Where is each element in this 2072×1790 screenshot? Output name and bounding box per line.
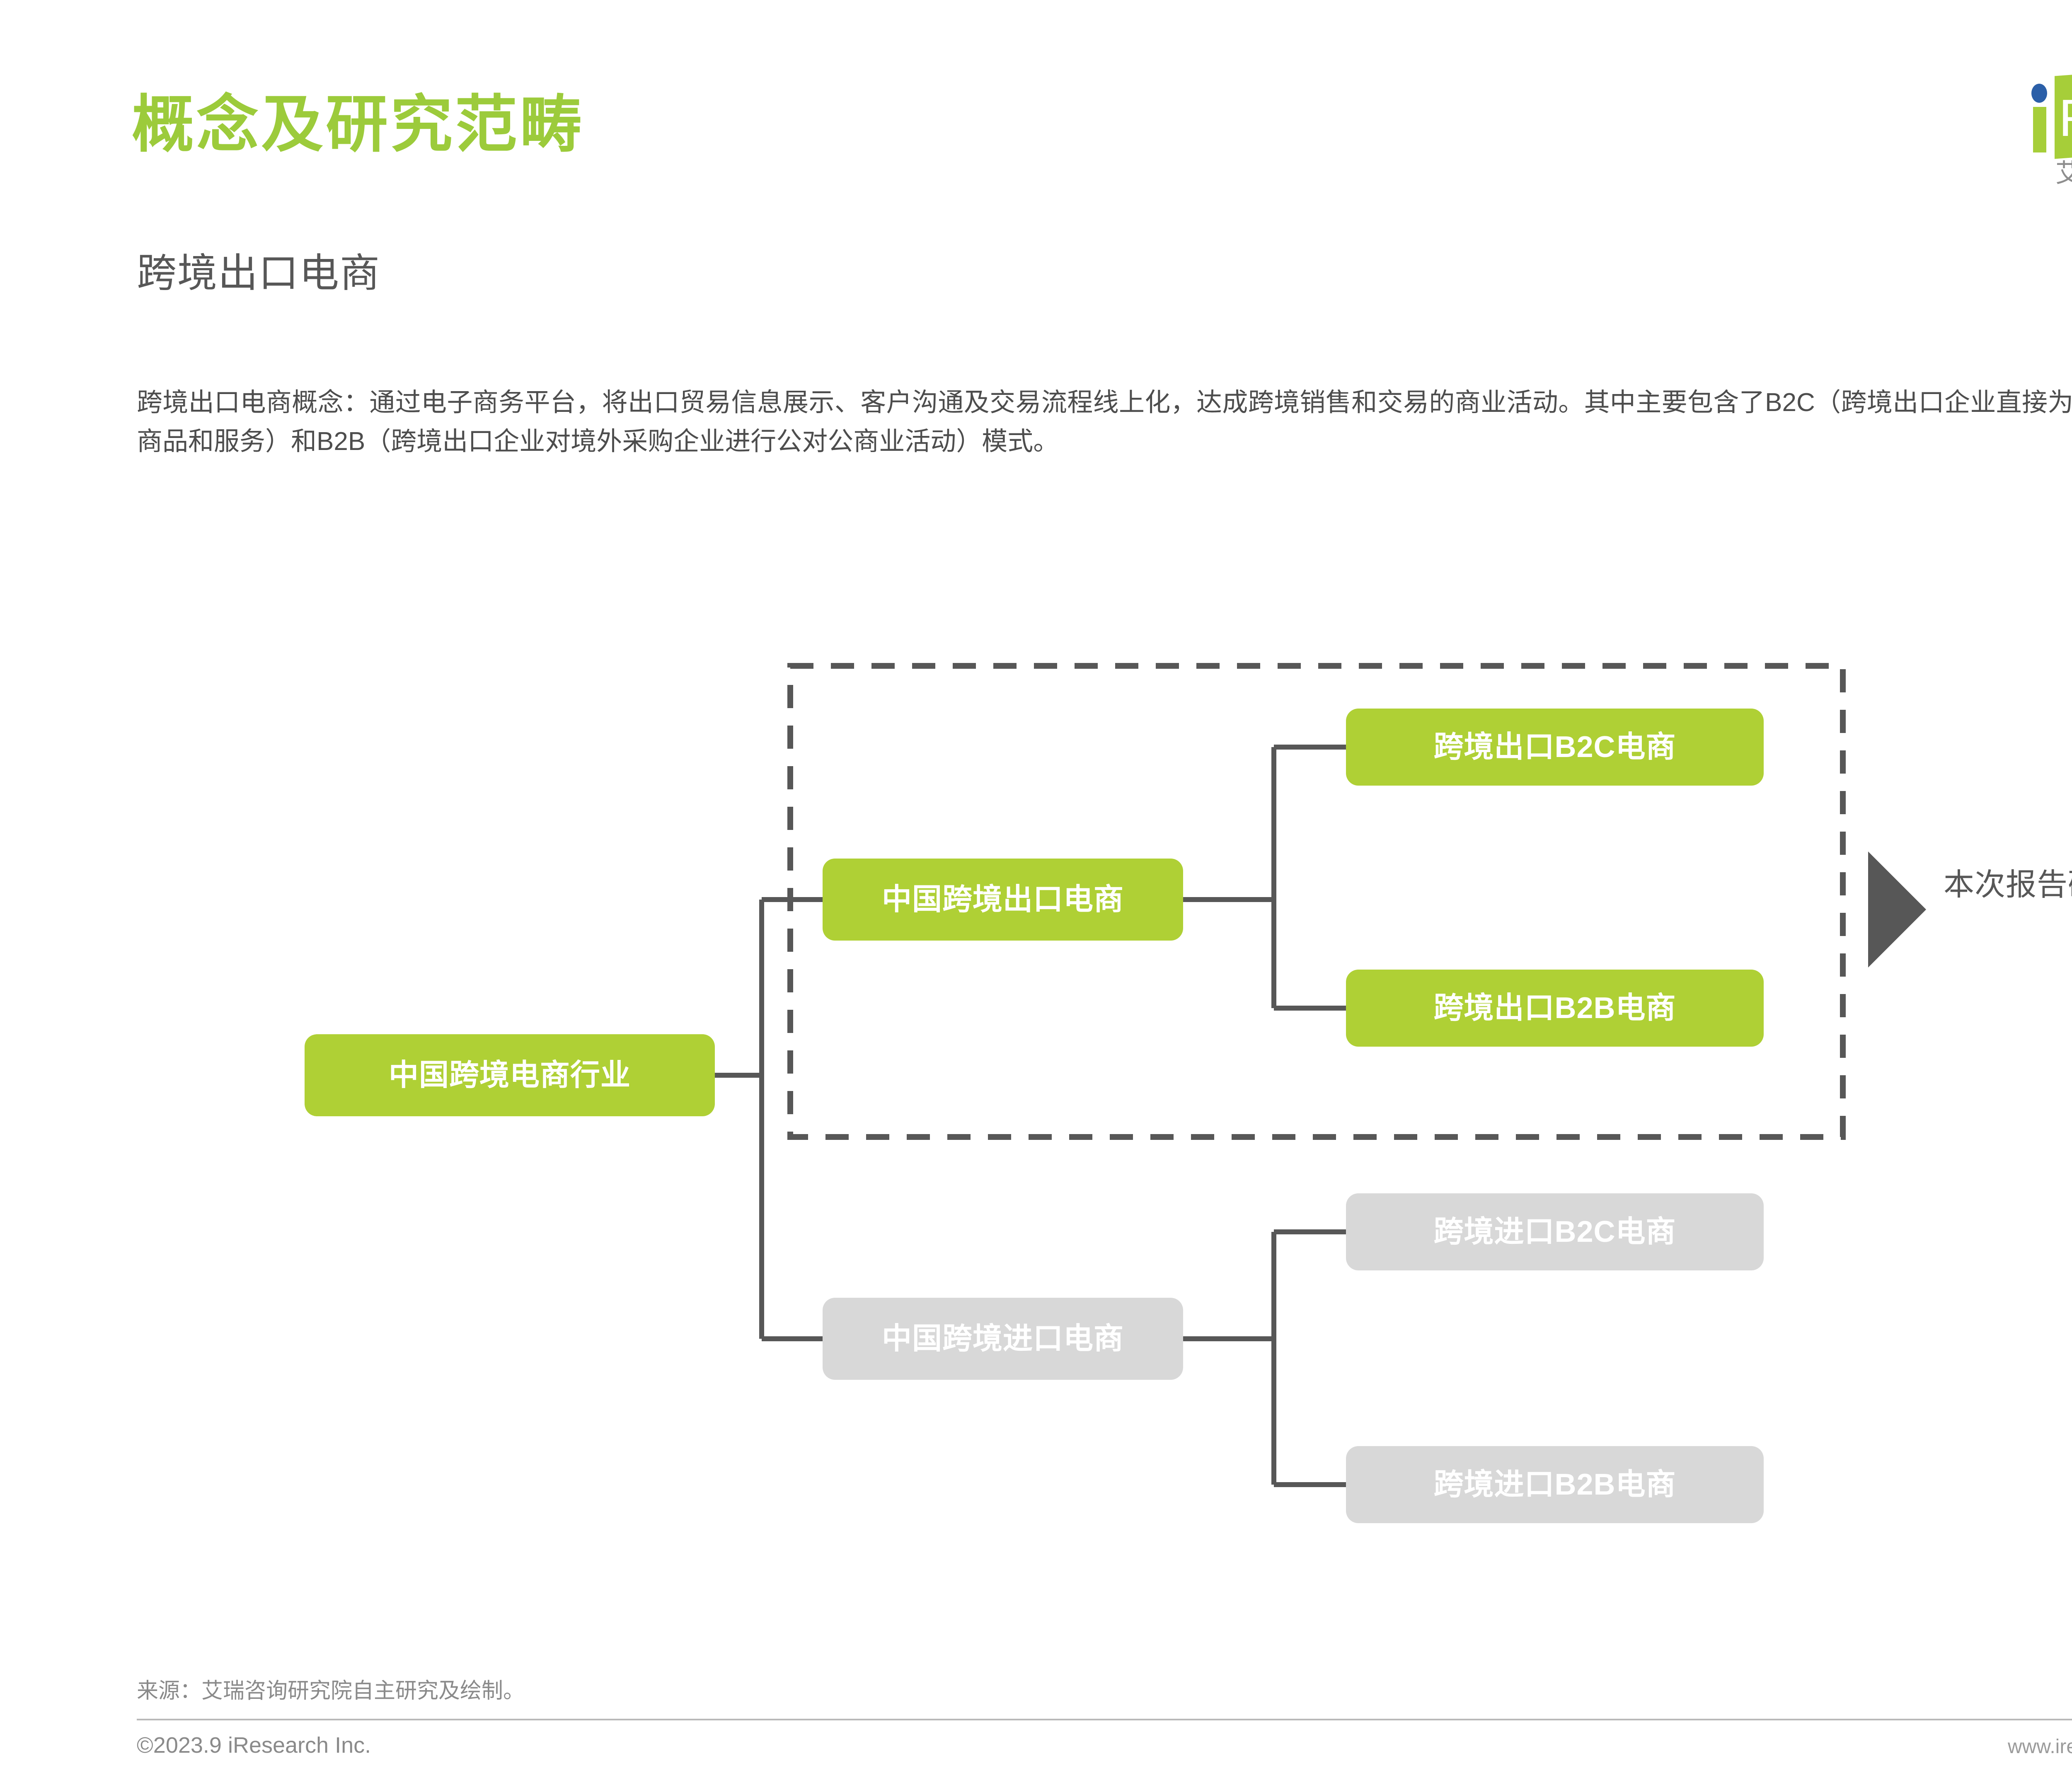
node-import-branch[interactable]: 中国跨境进口电商	[823, 1298, 1183, 1380]
footer-copyright: ©2023.9 iResearch Inc.	[137, 1733, 371, 1758]
node-export-b2b[interactable]: 跨境出口B2B电商	[1346, 970, 1764, 1047]
scope-note-label: 本次报告研究范畴	[1944, 867, 2072, 902]
scope-arrow-icon	[1868, 851, 1926, 968]
iresearch-logo: Research 艾 瑞 咨 询	[2031, 56, 2072, 203]
page-subtitle: 跨境出口电商	[137, 251, 380, 295]
footer-divider	[137, 1719, 2072, 1720]
node-export-branch[interactable]: 中国跨境出口电商	[823, 859, 1183, 941]
source-note: 来源：艾瑞咨询研究院自主研究及绘制。	[137, 1679, 525, 1703]
logo-wordmark: Research	[2059, 92, 2072, 144]
node-import-b2b[interactable]: 跨境进口B2B电商	[1346, 1446, 1764, 1523]
page-title: 概念及研究范畴	[132, 90, 585, 159]
logo-i-dot-icon	[2031, 84, 2047, 103]
intro-paragraph: 跨境出口电商概念：通过电子商务平台，将出口贸易信息展示、客户沟通及交易流程线上化…	[137, 388, 2072, 456]
footer-url: www.iresearch.com.cn	[2008, 1736, 2072, 1758]
node-root-industry[interactable]: 中国跨境电商行业	[305, 1034, 715, 1116]
node-export-b2c[interactable]: 跨境出口B2C电商	[1346, 709, 1764, 786]
logo-i-stem-icon	[2033, 107, 2046, 152]
node-import-b2c[interactable]: 跨境进口B2C电商	[1346, 1193, 1764, 1270]
logo-chinese-name: 艾 瑞 咨 询	[2055, 161, 2072, 186]
